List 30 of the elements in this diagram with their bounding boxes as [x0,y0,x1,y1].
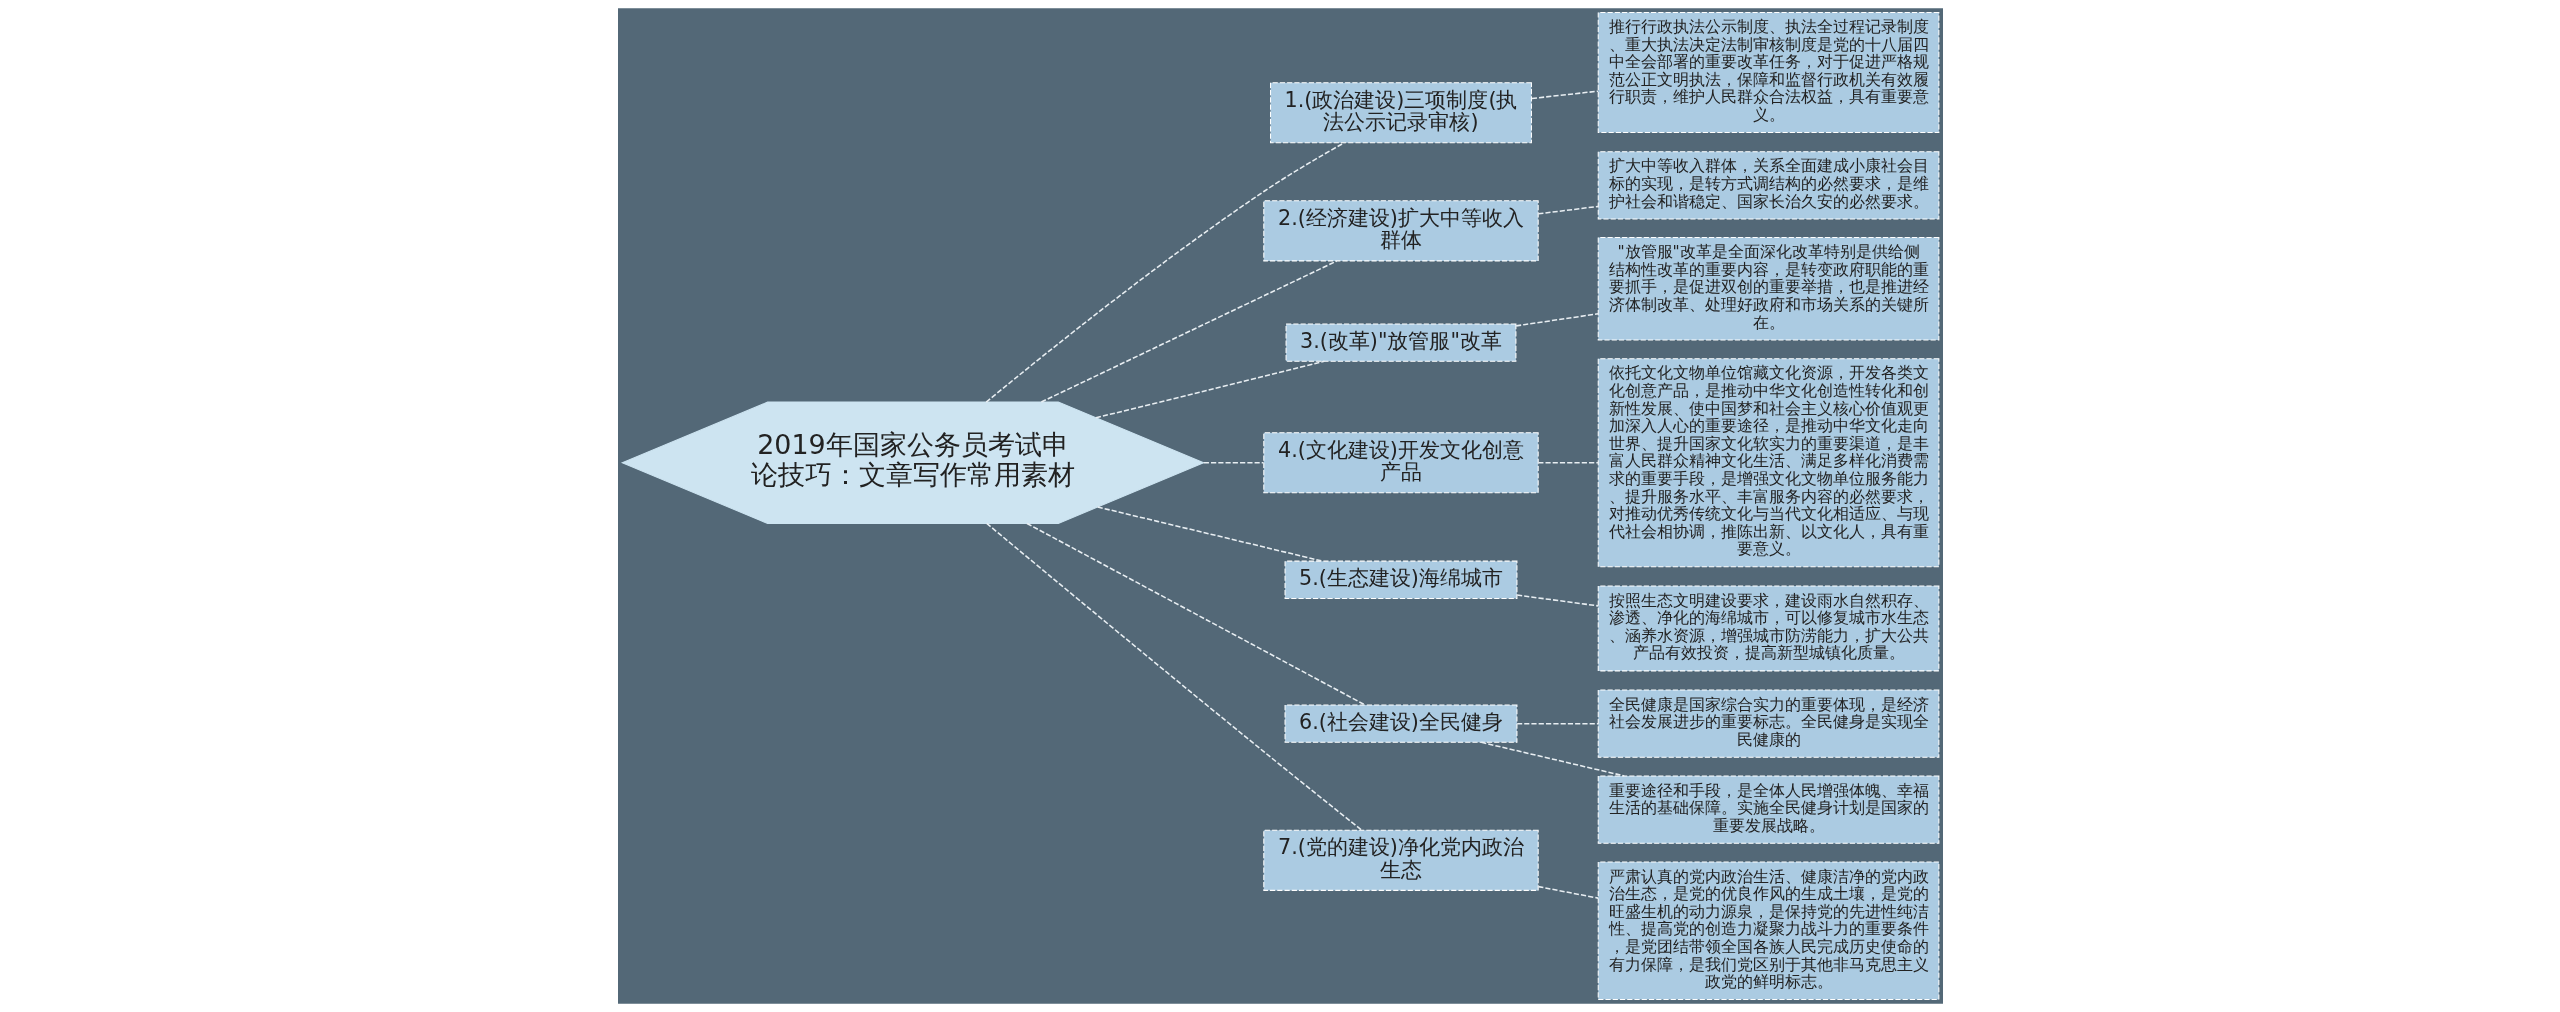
node-box: 5.(生态建设)海绵城市 [1284,560,1517,599]
connector [1530,90,1599,100]
node-box: 3.(改革)"放管服"改革 [1285,323,1516,362]
connector [1537,462,1599,464]
node-box: "放管服"改革是全面深化改革特别是供给侧结构性改革的重要内容，是转变政府职能的重要抓手，是促进双创的重要举措，也是推进经济体制改革、处理好政府和市场关系的关键所在。 [1597,237,1939,341]
connector [1515,722,1599,725]
connector [1480,741,1625,777]
node-box: 按照生态文明建设要求，建设雨水自然积存、渗透、净化的海绵城市，可以修复城市水生态、涵养水资源，增强城市防涝能力，扩大公共产品有效投资，提高新型城镇化质量。 [1597,585,1939,672]
node-box: 扩大中等收入群体，关系全面建成小康社会目标的实现，是转方式调结构的必然要求，是维护社会和谐稳定、国家长治久安的必然要求。 [1597,151,1939,220]
connector [1096,506,1323,562]
connector [1514,313,1599,327]
connector [984,142,1345,403]
node-box: 1.(政治建设)三项制度(执法公示记录审核) [1269,82,1532,144]
node-box: 严肃认真的党内政治生活、健康洁净的党内政治生态，是党的优良作风的生成土壤，是党的旺盛生机的动力源泉，是保持党的先进性纯洁性、提高党的创造力凝聚力战斗力的重要条件，是党团结带领全国各族人民完成历史使命的有力保障，是我们党区别于其他非马克思主义政党的鲜明标志。 [1597,861,1939,1001]
node-box: 依托文化文物单位馆藏文化资源，开发各类文化创意产品，是推动中华文化创造性转化和创新性发展、使中国梦和社会主义核心价值观更加深入人心的重要途径，是推动中华文化走向世界、提升国家文化软实力的重要渠道，是丰富人民群众精神文化生活、满足多样化消费需求的重要手段，是增强文化文物单位服务能力、提升服务水平、丰富服务内容的必然要求，对推动优秀传统文化与当代文化相适应、与现代社会相协调，推陈出新、以文化人，具有重要意义。 [1597,358,1939,568]
connector [1025,522,1366,706]
connector [1515,594,1599,607]
node-box: 4.(文化建设)开发文化创意产品 [1262,432,1539,494]
connector [1094,360,1325,419]
node-box: 7.(党的建设)净化党内政治生态 [1262,829,1539,891]
connector [985,522,1363,832]
connector [1040,260,1338,403]
node-box: 6.(社会建设)全民健身 [1284,704,1517,743]
connector [1537,885,1599,899]
node-box: 推行行政执法公示制度、执法全过程记录制度、重大执法决定法制审核制度是党的十八届四中全会部署的重要改革任务，对于促进严格规范公正文明执法，保障和监督行政机关有效履行职责，维护人民群众合法权益，具有重要意义。 [1597,11,1939,133]
node-box: 重要途径和手段，是全体人民增强体魄、幸福生活的基础保障。实施全民健身计划是国家的重要发展战略。 [1597,775,1939,844]
node-box: 2.(经济建设)扩大中等收入群体 [1262,200,1539,262]
connector [1202,462,1264,464]
connector [1537,205,1599,215]
node-box: 全民健康是国家综合实力的重要体现，是经济社会发展进步的重要标志。全民健身是实现全民健康的 [1597,689,1939,758]
